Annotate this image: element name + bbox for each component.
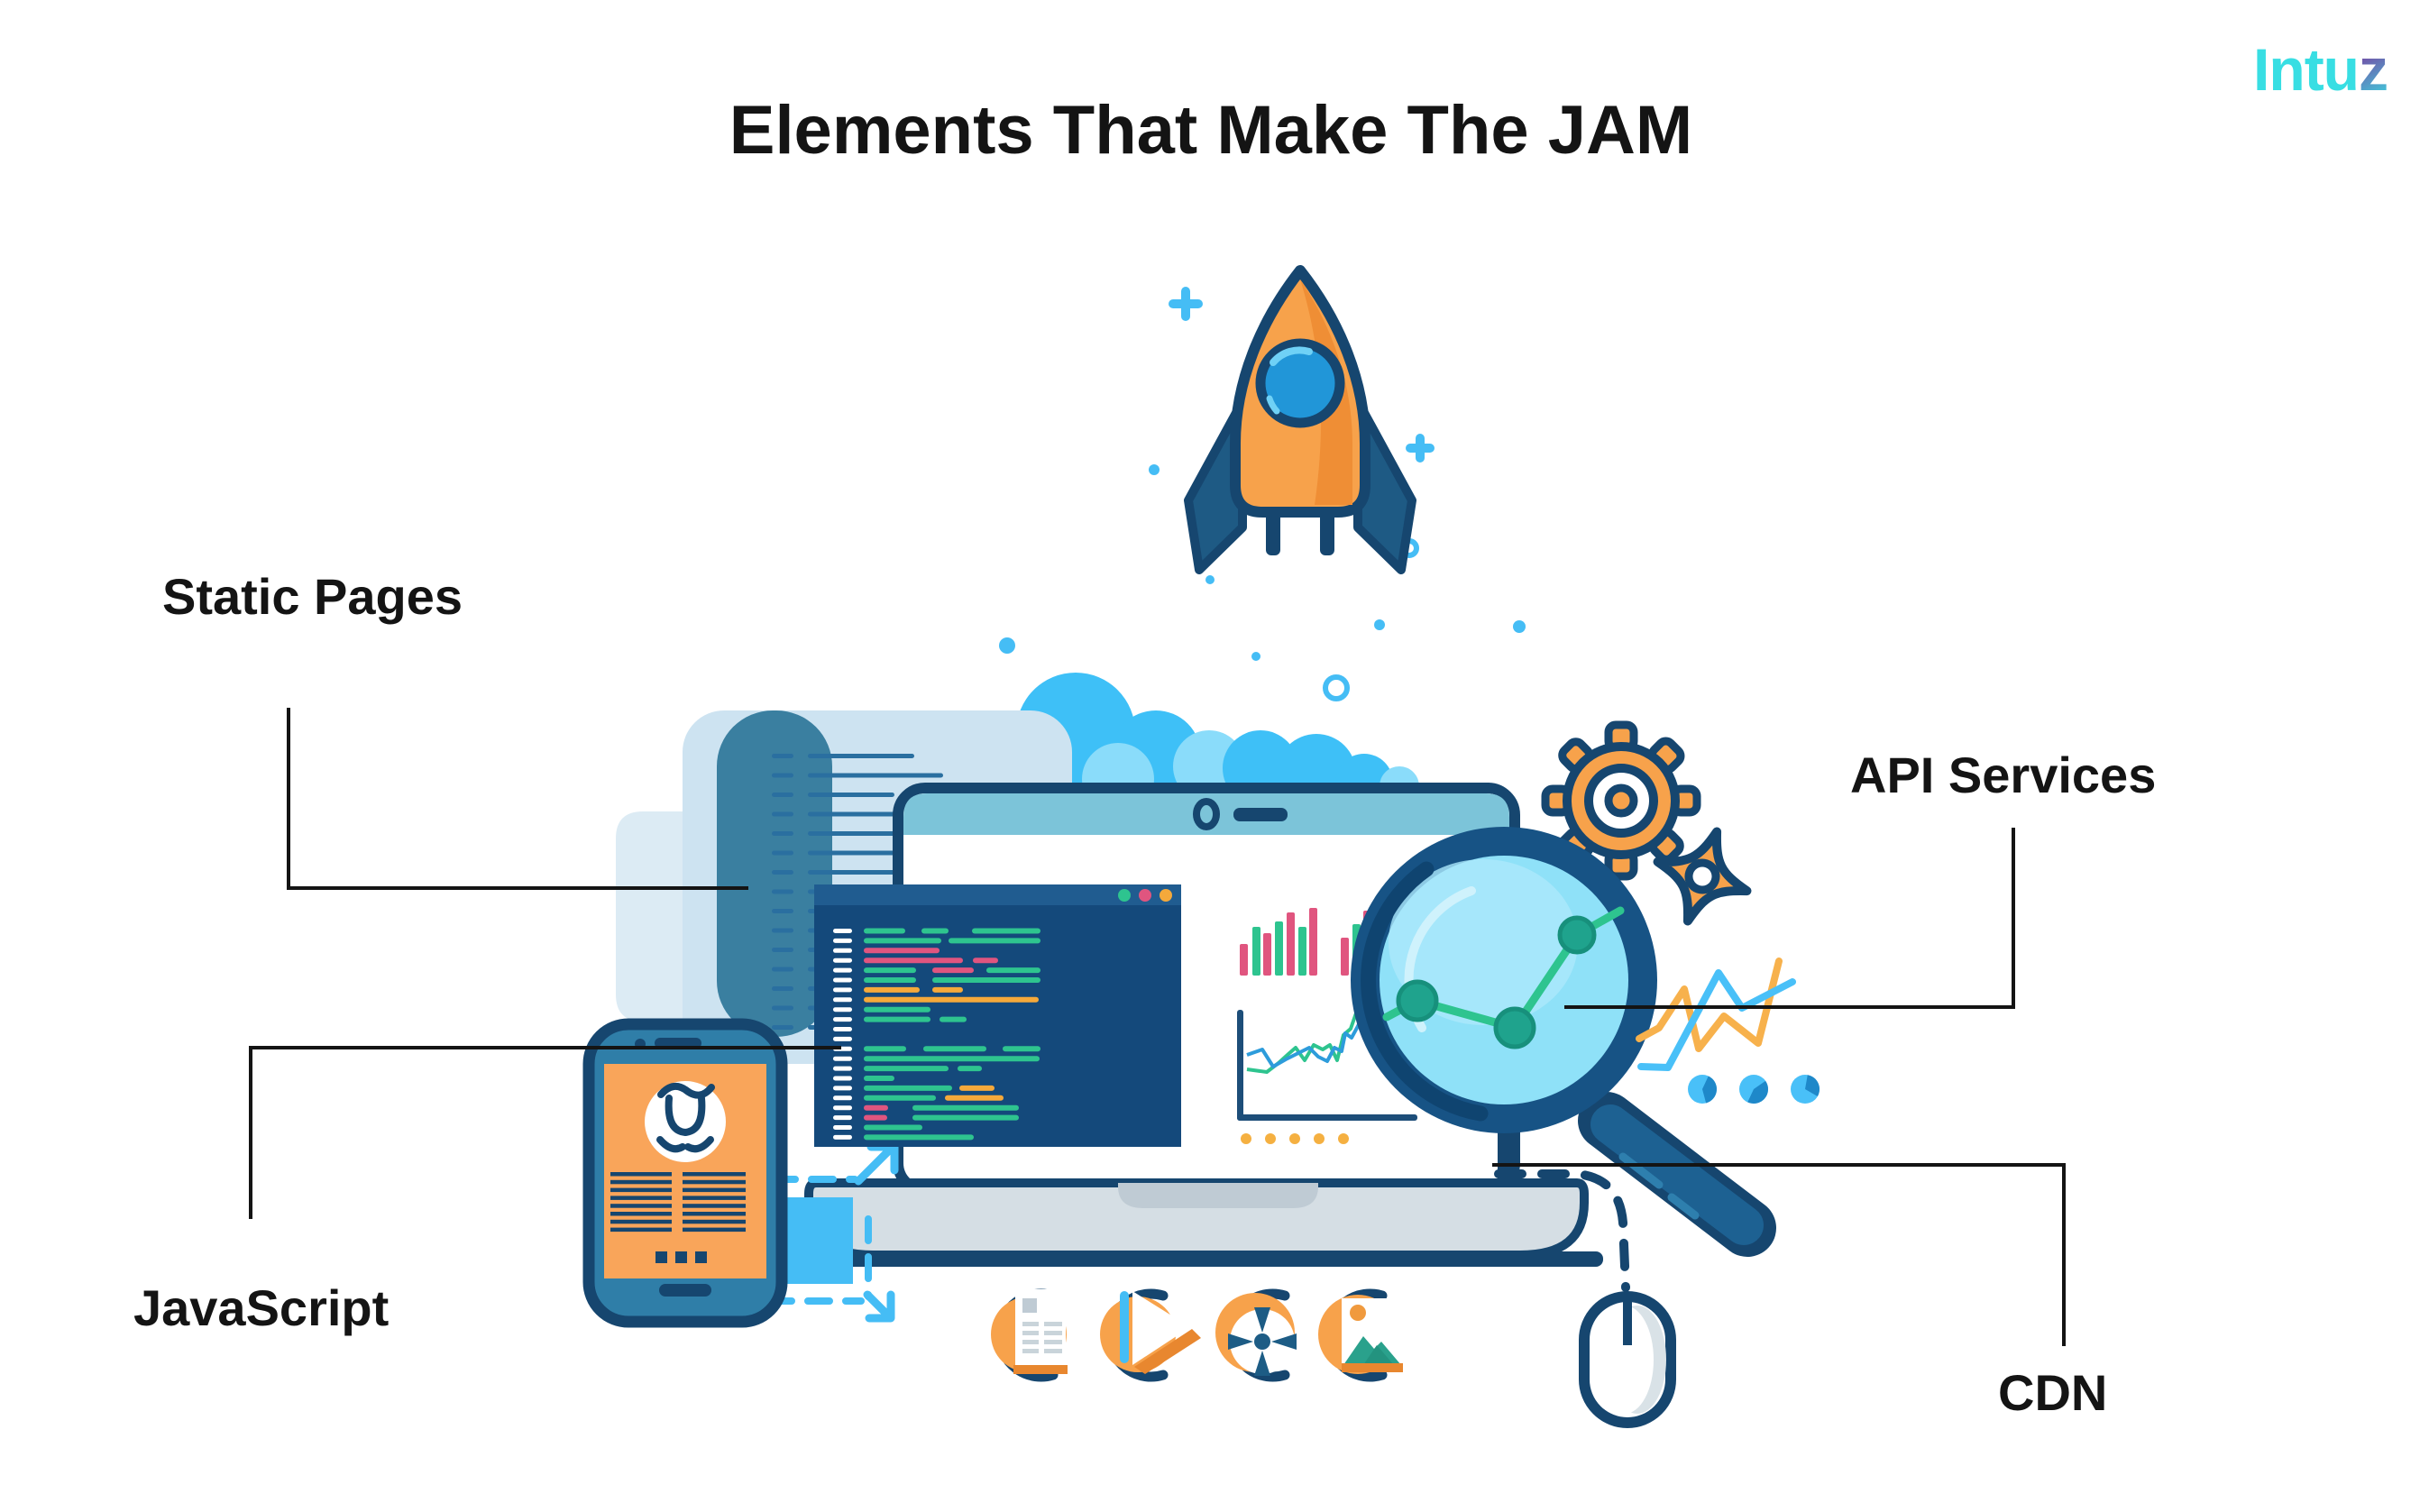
window-control-dots	[1118, 889, 1172, 902]
label-api-services: API Services	[1850, 747, 2156, 803]
code-editor-window	[814, 884, 1181, 1147]
rocket-icon	[1184, 265, 1416, 574]
image-icon	[1318, 1288, 1403, 1382]
feature-icon-row	[991, 1288, 1403, 1382]
shutter-fan-icon	[1215, 1288, 1297, 1382]
gear-icon-small	[1653, 827, 1752, 926]
avatar-icon	[656, 1082, 715, 1153]
connector-static-pages	[287, 708, 748, 890]
document-icon	[991, 1288, 1068, 1382]
mouse-dashed-path	[1494, 1169, 1630, 1292]
media-play-icon	[1100, 1288, 1201, 1382]
laptop-base	[792, 1178, 1603, 1267]
magnifier-icon	[1351, 827, 1776, 1257]
connector-cdn	[1492, 1163, 2066, 1346]
zigzag-chart	[1636, 958, 1796, 1071]
label-javascript: JavaScript	[133, 1279, 389, 1336]
dot-row	[1241, 1133, 1349, 1144]
connector-api-services	[1564, 828, 2015, 1009]
brand-logo: Intuz	[2253, 36, 2388, 103]
label-cdn: CDN	[1998, 1364, 2107, 1421]
phone	[582, 1018, 788, 1328]
connector-javascript	[249, 1046, 841, 1219]
mouse-icon	[1579, 1291, 1676, 1428]
node-graph	[1382, 906, 1625, 1049]
page-title: Elements That Make The JAM	[729, 92, 1693, 169]
screen-line-chart	[1237, 994, 1417, 1121]
pie-dots	[1688, 1075, 1820, 1104]
label-static-pages: Static Pages	[162, 568, 463, 625]
